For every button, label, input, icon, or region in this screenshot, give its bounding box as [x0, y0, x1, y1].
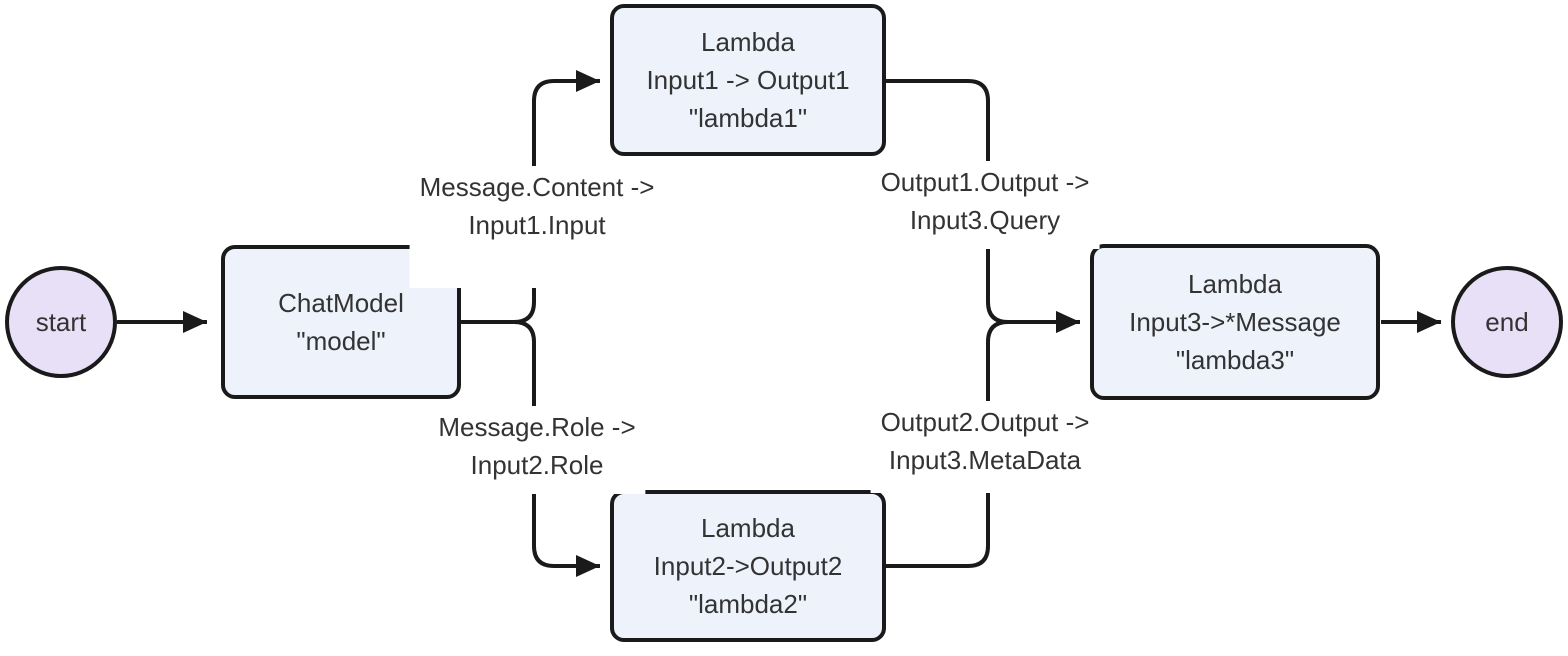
node-lambda3-line: Lambda: [1188, 269, 1282, 299]
node-lambda1: Lambda Input1 -> Output1 "lambda1": [610, 4, 886, 156]
node-lambda2: Lambda Input2->Output2 "lambda2": [610, 490, 886, 642]
node-end: end: [1451, 266, 1563, 378]
node-lambda2-line: "lambda2": [688, 589, 808, 619]
edge-label-line: Input3.MetaData: [888, 445, 1082, 475]
node-lambda1-line: Lambda: [701, 27, 795, 57]
edge-label-line: Output1.Output ->: [880, 167, 1090, 197]
node-lambda1-line: Input1 -> Output1: [646, 65, 850, 95]
node-lambda2-line: Input2->Output2: [653, 551, 843, 581]
edge-label-line: Output2.Output ->: [880, 407, 1090, 437]
node-start: start: [5, 266, 117, 378]
node-chatmodel-line: "model": [296, 326, 386, 356]
edge-label-output1-query: Output1.Output -> Input3.Query: [870, 161, 1100, 249]
node-chatmodel-line: ChatModel: [278, 288, 404, 318]
edge-label-message-role: Message.Role -> Input2.Role: [428, 406, 646, 494]
node-lambda3: Lambda Input3->*Message "lambda3": [1090, 244, 1380, 400]
node-lambda2-line: Lambda: [701, 513, 795, 543]
edge-label-output2-metadata: Output2.Output -> Input3.MetaData: [870, 401, 1100, 493]
edge-label-line: Input3.Query: [909, 205, 1061, 235]
edge-label-line: Message.Content ->: [419, 172, 655, 202]
node-start-label: start: [35, 307, 87, 337]
node-lambda3-line: Input3->*Message: [1129, 307, 1341, 337]
node-chatmodel: ChatModel "model": [221, 245, 461, 399]
edge-label-line: Input1.Input: [468, 210, 606, 240]
node-lambda3-line: "lambda3": [1175, 345, 1295, 375]
edge-label-line: Message.Role ->: [438, 412, 636, 442]
edge-label-message-content: Message.Content -> Input1.Input: [409, 166, 665, 288]
node-end-label: end: [1485, 307, 1529, 337]
node-lambda1-line: "lambda1": [688, 103, 808, 133]
edge-label-line: Input2.Role: [470, 450, 604, 480]
